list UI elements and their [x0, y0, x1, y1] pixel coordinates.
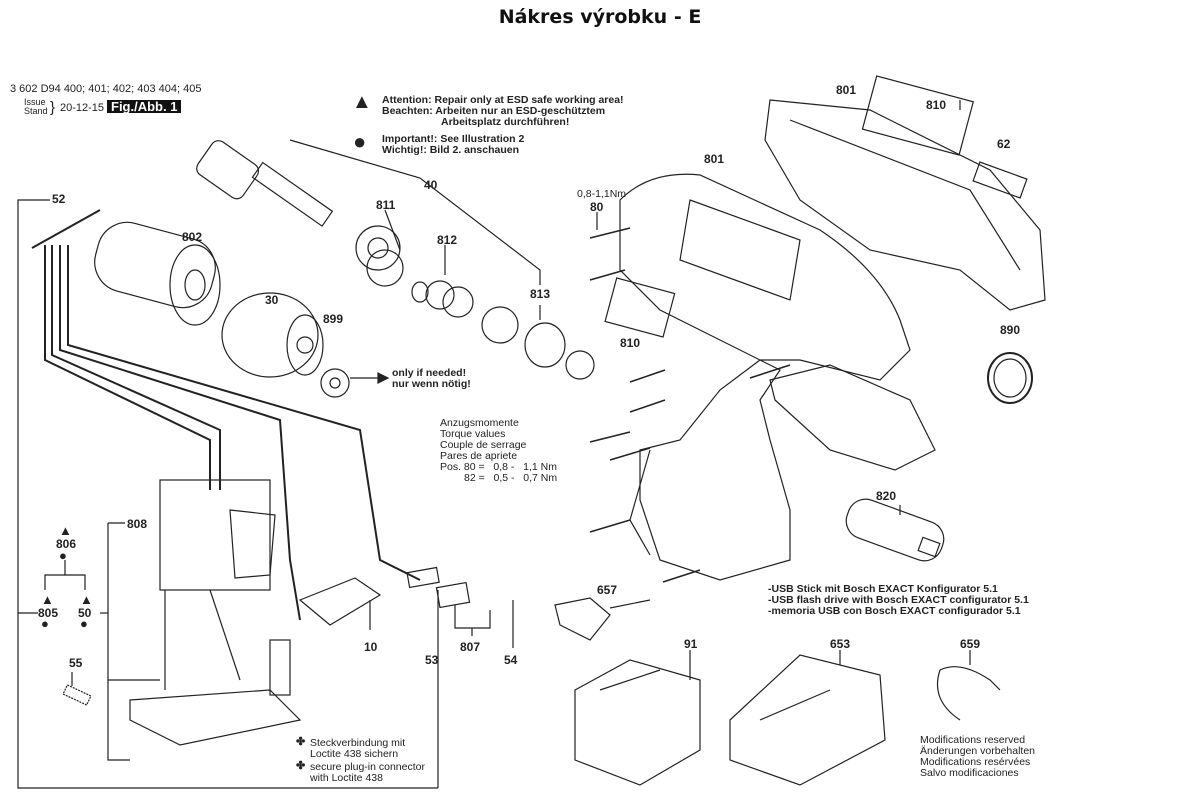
part-number-10: 10	[364, 640, 378, 654]
battery-cover	[769, 364, 936, 471]
mods-de: Änderungen vorbehalten	[920, 745, 1036, 757]
brace: }	[50, 99, 56, 116]
terminal-block	[31, 209, 101, 249]
part-number-811: 811	[376, 198, 396, 212]
attention-line-3: Arbeitsplatz durchführen!	[441, 116, 570, 128]
issue-label: Issue	[24, 97, 46, 107]
part-number-808: 808	[127, 517, 148, 531]
left-callout-frame	[17, 199, 438, 789]
part-number-40: 40	[424, 178, 438, 192]
page-title: Nákres výrobku - E	[498, 6, 702, 28]
label-plate-810-top	[861, 75, 975, 156]
gearbox-30	[221, 292, 324, 378]
part-number-820: 820	[876, 489, 897, 503]
torque-title-de: Anzugsmomente	[440, 417, 519, 429]
part-number-653: 653	[830, 637, 851, 651]
housing-shell-801	[764, 99, 1046, 311]
motor-802	[94, 221, 221, 326]
label-plate-810-side	[604, 277, 676, 338]
only-if-needed-de: nur wenn nötig!	[392, 378, 471, 390]
o-ring-890	[987, 352, 1033, 404]
torx-key-657	[554, 597, 651, 641]
housing-801	[619, 173, 911, 581]
loctite-de-2: Loctite 438 sichern	[310, 748, 399, 760]
part-number-812: 812	[437, 233, 458, 247]
dot-icon: ●	[41, 616, 49, 631]
callout-lines	[289, 139, 541, 320]
part-number-91: 91	[684, 637, 698, 651]
triangle-icon: ▲	[59, 523, 72, 538]
part-number-659: 659	[960, 637, 981, 651]
issue-date: 20-12-15	[60, 102, 105, 114]
mods-en: Modifications reserved	[920, 734, 1026, 746]
switch-module-808	[129, 479, 302, 746]
part-number-801-shell: 801	[836, 83, 857, 97]
part-number-813: 813	[530, 287, 551, 301]
dot-icon: ●	[80, 616, 88, 631]
model-numbers: 3 602 D94 400; 401; 402; 403 404; 405	[10, 83, 202, 95]
leader-lines-lower	[369, 590, 514, 788]
spring-55	[62, 684, 92, 706]
loctite-en-2: with Loctite 438	[310, 772, 383, 784]
part-number-50: 50	[78, 606, 92, 620]
torque-title-en: Torque values	[440, 428, 506, 440]
cover-62	[972, 161, 1028, 199]
ring-parts	[355, 225, 595, 380]
usb-note-de: -USB Stick mit Bosch EXACT Konfigurator …	[768, 583, 998, 595]
mods-es: Salvo modificaciones	[920, 767, 1019, 779]
dot-icon: ●	[59, 548, 67, 563]
trigger-10	[298, 577, 382, 626]
washer-899	[320, 368, 350, 398]
part-number-802: 802	[182, 230, 203, 244]
screw-torque-label: 0,8-1,1Nm	[577, 188, 627, 200]
usb-stick-820	[845, 498, 945, 562]
part-number-801-housing: 801	[704, 152, 725, 166]
part-number-54: 54	[504, 653, 518, 667]
only-if-needed-en: only if needed!	[392, 367, 467, 379]
part-number-55: 55	[69, 656, 83, 670]
part-number-890: 890	[1000, 323, 1021, 337]
part-number-810-side: 810	[620, 336, 641, 350]
usb-note-es: -memoria USB con Bosch EXACT configurado…	[768, 605, 1021, 617]
part-number-807: 807	[460, 640, 481, 654]
triangle-icon: ▲	[80, 592, 93, 607]
part-number-806: 806	[56, 537, 77, 551]
usb-note-en: -USB flash drive with Bosch EXACT config…	[768, 594, 1029, 606]
part-number-899: 899	[323, 312, 344, 326]
mods-fr: Modifications resérvées	[920, 756, 1031, 768]
output-spindle	[196, 140, 334, 227]
loctite-symbol-icon: ✤	[296, 736, 306, 748]
loctite-en-1: secure plug-in connector	[310, 761, 425, 773]
warning-triangle-icon: ▲	[352, 91, 372, 113]
stand-label: Stand	[24, 106, 48, 116]
part-number-657: 657	[597, 583, 618, 597]
connector-53	[406, 566, 440, 589]
part-number-30: 30	[265, 293, 279, 307]
torque-row-82: 82 = 0,5 - 0,7 Nm	[464, 472, 558, 484]
triangle-icon: ▲	[41, 592, 54, 607]
screws-80	[589, 227, 791, 583]
battery-pack-91	[574, 659, 701, 786]
part-number-810-top: 810	[926, 98, 947, 112]
part-number-80: 80	[590, 200, 604, 214]
part-number-52: 52	[52, 192, 66, 206]
loctite-symbol-icon: ✤	[296, 760, 306, 772]
belt-clip-659	[936, 666, 1001, 721]
cap-807	[435, 581, 471, 609]
part-number-53: 53	[425, 653, 439, 667]
important-line-1: Important!: See Illustration 2	[382, 133, 525, 145]
charger-653	[729, 654, 886, 786]
loctite-de-1: Steckverbindung mit	[310, 737, 406, 749]
important-dot-icon: ●	[353, 129, 367, 154]
torque-title-es: Pares de apriete	[440, 450, 518, 462]
wire-harness	[44, 245, 421, 621]
attention-line-2: Beachten: Arbeiten nur an ESD-geschützte…	[382, 105, 606, 117]
attention-line-1: Attention: Repair only at ESD safe worki…	[382, 94, 624, 106]
torque-title-fr: Couple de serrage	[440, 439, 527, 451]
part-number-62: 62	[997, 137, 1011, 151]
figure-label: Fig./Abb. 1	[107, 100, 182, 113]
important-line-2: Wichtig!: Bild 2. anschauen	[382, 144, 520, 156]
part-number-805: 805	[38, 606, 59, 620]
torque-row-80: Pos. 80 = 0,8 - 1,1 Nm	[440, 461, 558, 473]
